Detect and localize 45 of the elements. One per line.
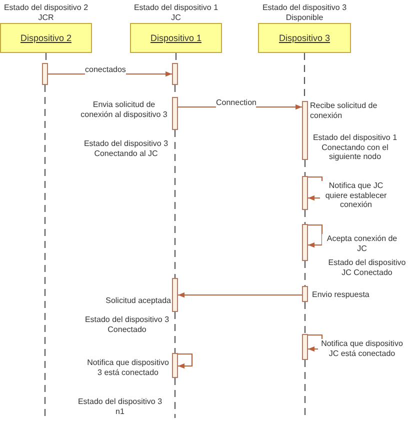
- lifeline: [304, 261, 306, 286]
- activation-bar: [302, 224, 308, 261]
- participant-box: [130, 23, 222, 53]
- lifeline: [174, 312, 176, 353]
- message-label: conectados: [85, 65, 126, 75]
- state-heading: Estado del dispositivo 2 JCR: [2, 3, 90, 22]
- self-message-arrow: [178, 353, 193, 369]
- state-note: Estado del dispositivo 3 n1: [76, 397, 164, 416]
- activation-bar: [172, 97, 178, 130]
- activation-bar: [172, 353, 178, 378]
- lifeline: [44, 85, 46, 418]
- lifeline: [304, 360, 306, 418]
- step-text: Solicitud aceptada: [104, 296, 171, 306]
- participant-name: Dispositivo 3: [278, 33, 330, 43]
- activation-bar: [302, 176, 308, 210]
- lifeline: [174, 378, 176, 418]
- state-note: Estado del dispositivo JC Conectado: [327, 258, 407, 278]
- state-note: Estado del dispositivo 3 Conectado: [84, 315, 170, 334]
- lifeline: [175, 53, 177, 63]
- activation-bar: [302, 334, 308, 360]
- state-heading: Estado del dispositivo 1 JC: [132, 3, 220, 22]
- participant-box: [0, 23, 92, 53]
- message-label: Notifica que dispositivo JC está conectado: [318, 339, 406, 358]
- message-label: Connection: [216, 98, 256, 108]
- state-note: Estado del dispositivo 3 Conectando al JC: [82, 139, 170, 158]
- participant-name: Dispositivo 2: [20, 33, 72, 43]
- activation-bar: [42, 63, 48, 85]
- activation-bar: [302, 286, 308, 302]
- activation-bar: [302, 101, 308, 160]
- lifeline: [304, 210, 306, 224]
- step-text: Envio respuesta: [312, 290, 370, 300]
- message-arrow: [178, 292, 302, 298]
- state-heading: Estado del dispositivo 3 Disponible: [261, 3, 348, 22]
- lifeline: [45, 53, 47, 63]
- step-text: Envia solicitud de conexión al dispositivo 3: [80, 100, 168, 120]
- self-message-arrow: [308, 224, 323, 248]
- participant-box: [258, 23, 351, 53]
- lifeline: [174, 130, 176, 278]
- step-text: Recibe solicitud de conexión: [310, 101, 378, 120]
- activation-bar: [172, 63, 178, 85]
- participant-name: Dispositivo 1: [150, 33, 202, 43]
- activation-bar: [172, 278, 178, 312]
- lifeline: [304, 160, 306, 176]
- lifeline: [304, 302, 306, 334]
- state-note: Estado del dispositivo 1 Conectando con el siguiente nodo: [312, 133, 398, 162]
